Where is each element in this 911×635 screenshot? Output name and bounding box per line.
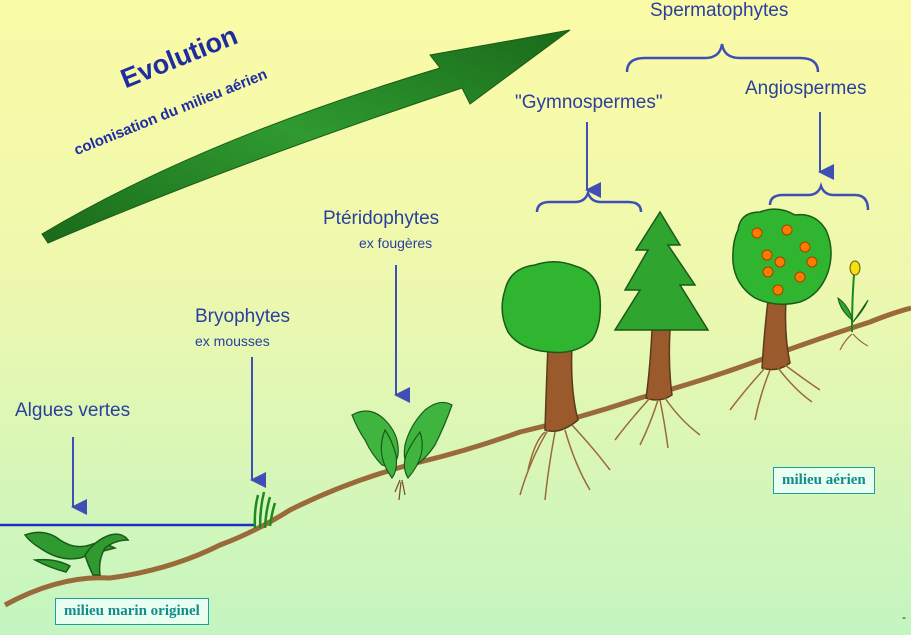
tree-angiosperm-fruit (729, 208, 832, 421)
box-milieu-aerien: milieu aérien (773, 467, 875, 494)
braces (535, 43, 870, 213)
label-gymnospermes: "Gymnospermes" (515, 92, 663, 113)
evolution-arrow (41, 29, 571, 244)
tree-gymnosperm-conifer (613, 210, 710, 449)
pointer-arrows (71, 112, 834, 515)
label-pteridophytes-ex: ex fougères (359, 235, 433, 251)
label-algues-vertes: Algues vertes (15, 400, 131, 421)
algae-plant (23, 531, 130, 576)
brace-angiospermes (768, 182, 870, 211)
fern-plant (351, 401, 453, 501)
label-bryophytes: Bryophytes (195, 306, 291, 327)
label-pteridophytes: Ptéridophytes (323, 208, 440, 229)
label-bryophytes-ex: ex mousses (195, 333, 270, 349)
ground-line (3, 305, 911, 608)
moss-plant (253, 491, 277, 529)
tree-gymnosperm-round (501, 261, 611, 501)
label-angiospermes: Angiospermes (745, 78, 867, 99)
brace-spermatophytes (625, 43, 820, 73)
corner-mark: - (902, 610, 906, 624)
box-milieu-marin: milieu marin originel (55, 598, 209, 625)
brace-gymnospermes (535, 189, 643, 213)
flower-angiosperm (837, 260, 869, 351)
label-spermatophytes: Spermatophytes (650, 0, 789, 21)
